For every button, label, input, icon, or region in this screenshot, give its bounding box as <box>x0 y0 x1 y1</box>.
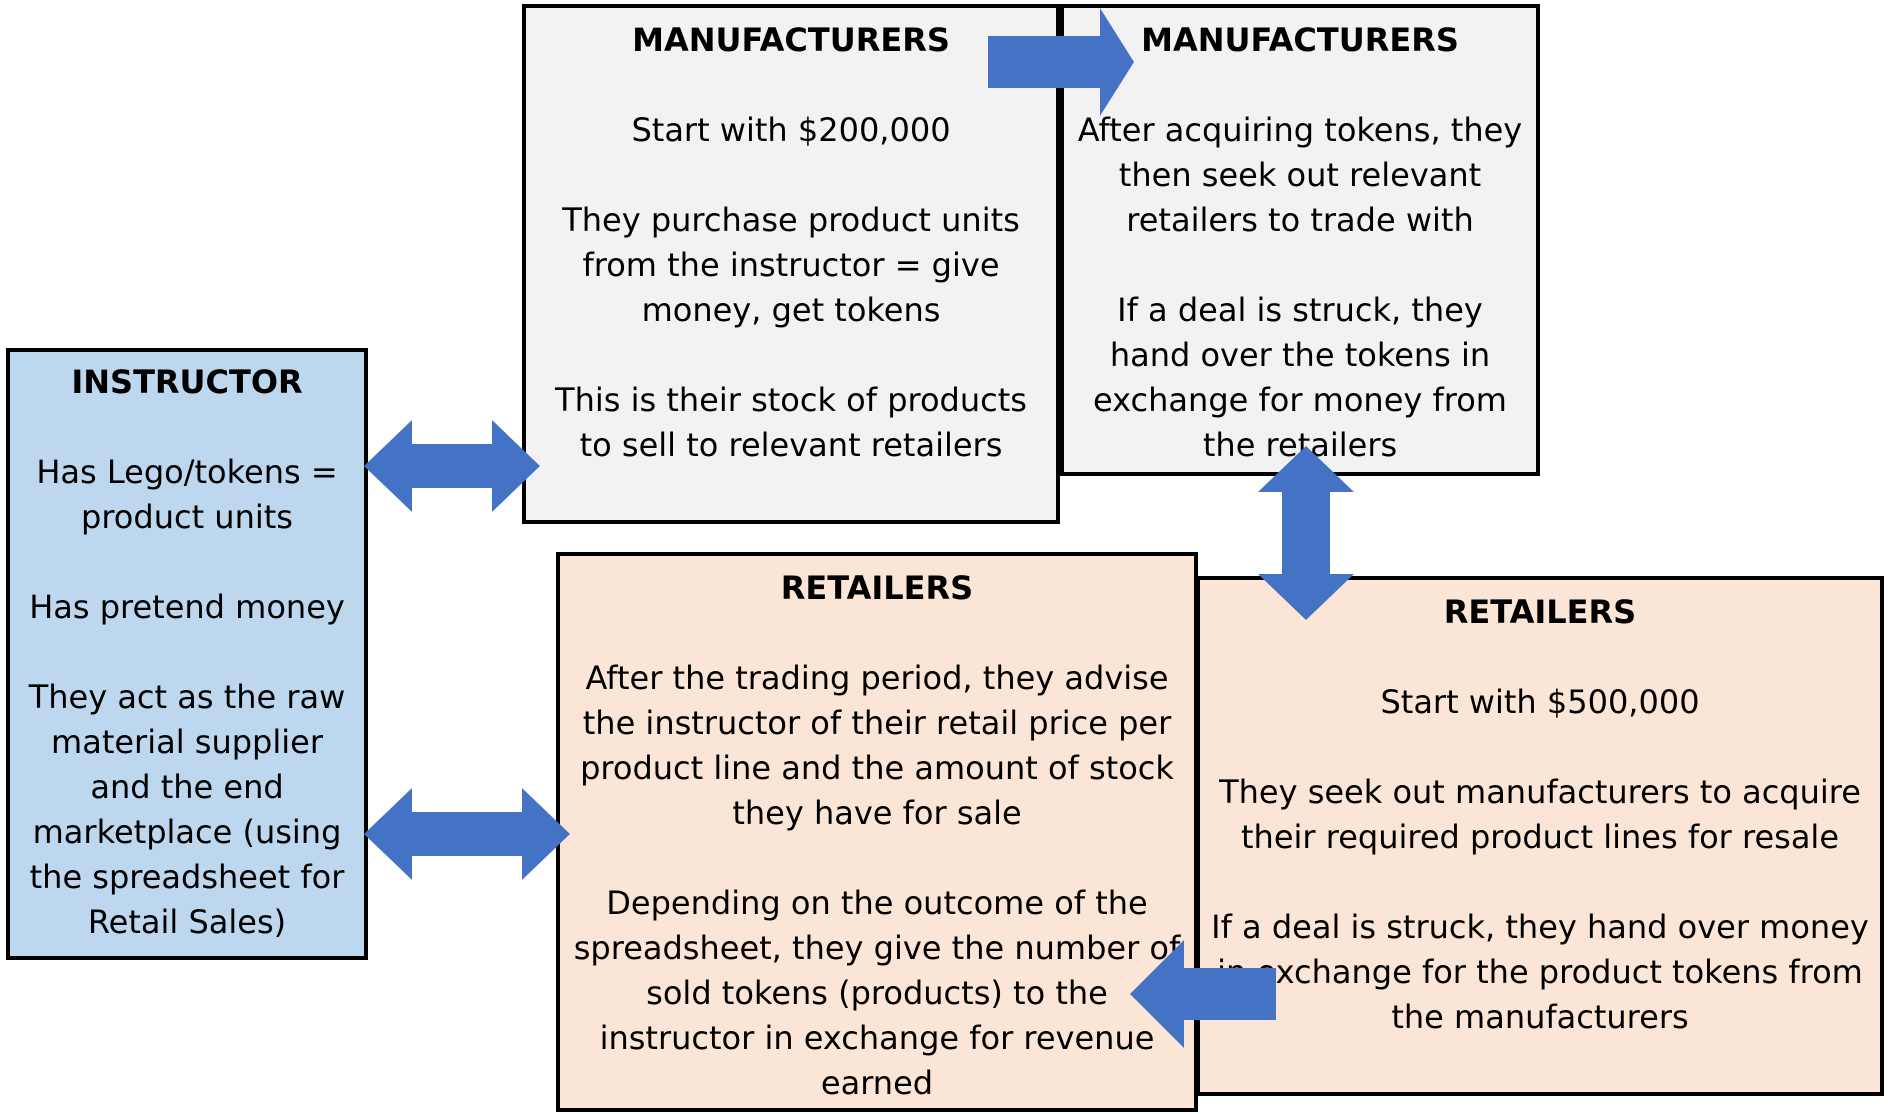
retailers-left-title: RETAILERS <box>780 569 974 607</box>
manufacturers-right-text-2: If a deal is struck, they hand over the … <box>1093 291 1507 464</box>
retailers-left-box: RETAILERS After the trading period, they… <box>556 552 1198 1112</box>
arrow-manufacturers-to-manufacturers <box>988 8 1134 116</box>
manufacturers-left-text-1: Start with $200,000 <box>631 111 951 149</box>
double-arrow-instructor-retailers <box>364 788 570 880</box>
manufacturers-right-title: MANUFACTURERS <box>1141 21 1459 59</box>
double-arrow-manufacturers-retailers <box>1258 446 1354 620</box>
arrow-retailers-to-retailers <box>1130 940 1276 1048</box>
manufacturers-left-box: MANUFACTURERS Start with $200,000 They p… <box>522 4 1060 524</box>
instructor-title: INSTRUCTOR <box>71 363 303 401</box>
retailers-left-text-1: After the trading period, they advise th… <box>580 659 1174 832</box>
retailers-right-title: RETAILERS <box>1443 593 1637 631</box>
retailers-right-text-3: If a deal is struck, they hand over mone… <box>1211 908 1869 1036</box>
instructor-text-2: Has pretend money <box>29 588 345 626</box>
retailers-right-box: RETAILERS Start with $500,000 They seek … <box>1196 576 1884 1096</box>
instructor-box: INSTRUCTOR Has Lego/tokens = product uni… <box>6 348 368 960</box>
manufacturers-left-text-2: They purchase product units from the ins… <box>562 201 1020 329</box>
manufacturers-right-box: MANUFACTURERS After acquiring tokens, th… <box>1060 4 1540 476</box>
instructor-text-3: They act as the raw material supplier an… <box>28 678 346 941</box>
retailers-right-text-1: Start with $500,000 <box>1380 683 1700 721</box>
double-arrow-instructor-manufacturers <box>364 420 540 512</box>
retailers-right-text-2: They seek out manufacturers to acquire t… <box>1219 773 1861 856</box>
manufacturers-right-text-1: After acquiring tokens, they then seek o… <box>1077 111 1523 239</box>
manufacturers-left-text-3: This is their stock of products to sell … <box>555 381 1027 464</box>
instructor-text-1: Has Lego/tokens = product units <box>36 453 338 536</box>
retailers-left-text-2: Depending on the outcome of the spreadsh… <box>573 884 1181 1102</box>
manufacturers-left-title: MANUFACTURERS <box>632 21 950 59</box>
